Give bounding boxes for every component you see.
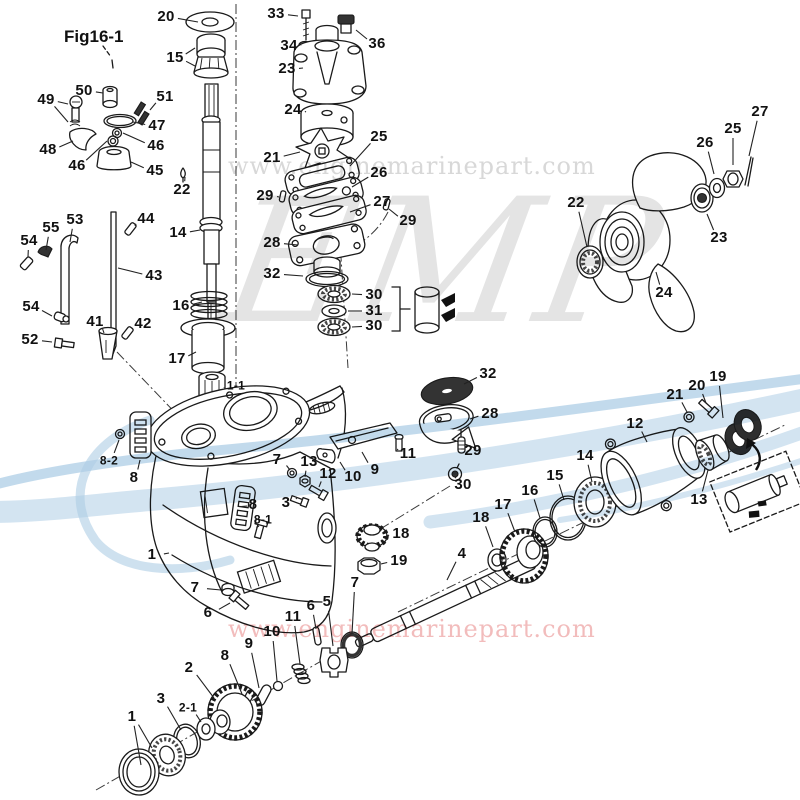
- part-label-9: 9: [244, 635, 254, 653]
- part-label-7: 7: [190, 579, 200, 597]
- part-label-8: 8: [248, 496, 258, 514]
- figure-number-label: Fig16-1: [64, 27, 124, 46]
- part-label-20: 20: [157, 8, 175, 26]
- part-label-11: 11: [399, 445, 417, 463]
- part-label-46: 46: [147, 137, 165, 155]
- part-label-46: 46: [68, 157, 86, 175]
- part-label-11: 11: [284, 608, 302, 626]
- part-label-7: 7: [272, 451, 282, 469]
- part-label-4: 4: [457, 545, 467, 563]
- part-label-34: 34: [280, 37, 298, 55]
- part-label-27: 27: [373, 193, 391, 211]
- part-label-21: 21: [263, 149, 281, 167]
- part-label-32: 32: [479, 365, 497, 383]
- part-label-36: 36: [368, 35, 386, 53]
- part-label-28: 28: [481, 405, 499, 423]
- part-label-26: 26: [370, 164, 388, 182]
- part-label-6: 6: [306, 597, 316, 615]
- part-label-7: 7: [350, 574, 360, 592]
- part-label-8-2: 8-2: [99, 453, 119, 468]
- part-label-50: 50: [75, 82, 93, 100]
- part-label-1: 1: [147, 546, 157, 564]
- part-label-10: 10: [263, 623, 281, 641]
- part-label-1: 1: [127, 708, 137, 726]
- part-label-18: 18: [472, 509, 490, 527]
- forward-gear-assembly: [118, 683, 263, 796]
- part-label-52: 52: [21, 331, 39, 349]
- part-label-13: 13: [300, 453, 318, 471]
- part-label-24: 24: [655, 284, 673, 302]
- part-label-30: 30: [454, 476, 472, 494]
- part-label-12: 12: [319, 465, 337, 483]
- part-label-32: 32: [263, 265, 281, 283]
- part-label-54: 54: [22, 298, 40, 316]
- part-label-53: 53: [66, 211, 84, 229]
- part-label-49: 49: [37, 91, 55, 109]
- part-label-15: 15: [546, 467, 564, 485]
- part-label-17: 17: [494, 496, 512, 514]
- part-label-16: 16: [521, 482, 539, 500]
- water-tube-shift-rod: [19, 211, 137, 360]
- part-label-23: 23: [278, 60, 296, 78]
- part-label-22: 22: [567, 194, 585, 212]
- part-label-1-1: 1-1: [226, 378, 246, 393]
- part-label-51: 51: [156, 88, 174, 106]
- part-label-26: 26: [696, 134, 714, 152]
- part-label-14: 14: [576, 447, 594, 465]
- shift-rod-seal-hardware: [69, 45, 150, 171]
- part-label-44: 44: [137, 210, 155, 228]
- part-label-20: 20: [688, 377, 706, 395]
- part-label-24: 24: [284, 101, 302, 119]
- part-label-15: 15: [166, 49, 184, 67]
- part-label-9: 9: [370, 461, 380, 479]
- part-label-3: 3: [281, 494, 291, 512]
- propeller-assembly: [576, 152, 754, 333]
- part-label-10: 10: [344, 468, 362, 486]
- part-label-29: 29: [464, 442, 482, 460]
- part-label-16: 16: [172, 297, 190, 315]
- part-label-2: 2: [184, 659, 194, 677]
- part-label-30: 30: [365, 317, 383, 335]
- part-label-13: 13: [690, 491, 708, 509]
- part-label-6: 6: [203, 604, 213, 622]
- part-label-42: 42: [134, 315, 152, 333]
- part-label-30: 30: [365, 286, 383, 304]
- part-label-19: 19: [390, 552, 408, 570]
- part-label-48: 48: [39, 141, 57, 159]
- part-label-5: 5: [322, 593, 332, 611]
- part-label-18: 18: [392, 525, 410, 543]
- part-label-25: 25: [370, 128, 388, 146]
- pinion-gear: [355, 523, 389, 575]
- part-label-54: 54: [20, 232, 38, 250]
- part-label-8-1: 8-1: [253, 512, 273, 527]
- part-label-27: 27: [751, 103, 769, 121]
- part-label-21: 21: [666, 386, 684, 404]
- part-label-19: 19: [709, 368, 727, 386]
- part-label-17: 17: [168, 350, 186, 368]
- part-label-12: 12: [626, 415, 644, 433]
- driveshaft-assembly: [180, 11, 236, 404]
- part-label-47: 47: [148, 117, 166, 135]
- part-label-8: 8: [129, 469, 139, 487]
- part-label-43: 43: [145, 267, 163, 285]
- part-label-2-1: 2-1: [178, 700, 198, 715]
- water-pump-assembly: [278, 9, 455, 337]
- part-label-29: 29: [399, 212, 417, 230]
- part-label-45: 45: [146, 162, 164, 180]
- part-label-22: 22: [173, 181, 191, 199]
- part-label-23: 23: [710, 229, 728, 247]
- part-label-8: 8: [220, 647, 230, 665]
- part-label-33: 33: [267, 5, 285, 23]
- part-label-41: 41: [86, 313, 104, 331]
- part-label-28: 28: [263, 234, 281, 252]
- part-label-3: 3: [156, 690, 166, 708]
- part-label-31: 31: [365, 302, 383, 320]
- part-label-29: 29: [256, 187, 274, 205]
- part-label-55: 55: [42, 219, 60, 237]
- part-label-25: 25: [724, 120, 742, 138]
- part-label-14: 14: [169, 224, 187, 242]
